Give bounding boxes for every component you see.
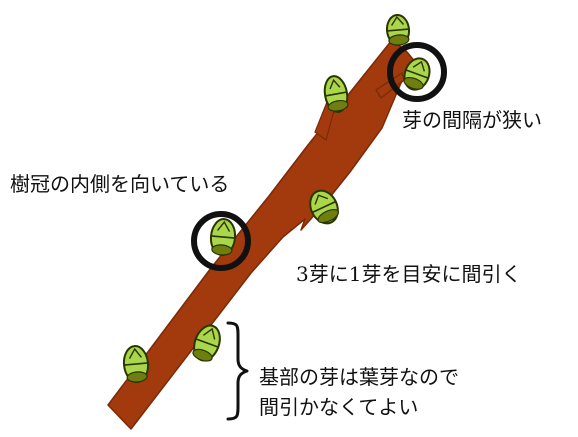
bud-circled-top [403,57,431,91]
bud-middle-right [309,189,340,225]
narrow-spacing-label: 芽の間隔が狭い [402,108,542,132]
thinning-guide-label: 3芽に1芽を目安に間引く [296,262,522,286]
bud-upper-side [323,75,349,113]
base-note-line1: 基部の芽は葉芽なので [259,365,459,389]
highlight-circle-icon-right [387,42,447,102]
branch-shape [107,39,417,430]
base-note-line2: 間引かなくてよい [259,395,419,419]
highlight-circle-icon-left [191,211,251,271]
inner-crown-label: 樹冠の内側を向いている [10,172,230,196]
bud-base-left [122,345,150,383]
bud-top [385,14,411,46]
bud-circled-left [209,218,237,256]
bud-lower-middle [192,324,221,362]
brace-icon [226,321,249,421]
